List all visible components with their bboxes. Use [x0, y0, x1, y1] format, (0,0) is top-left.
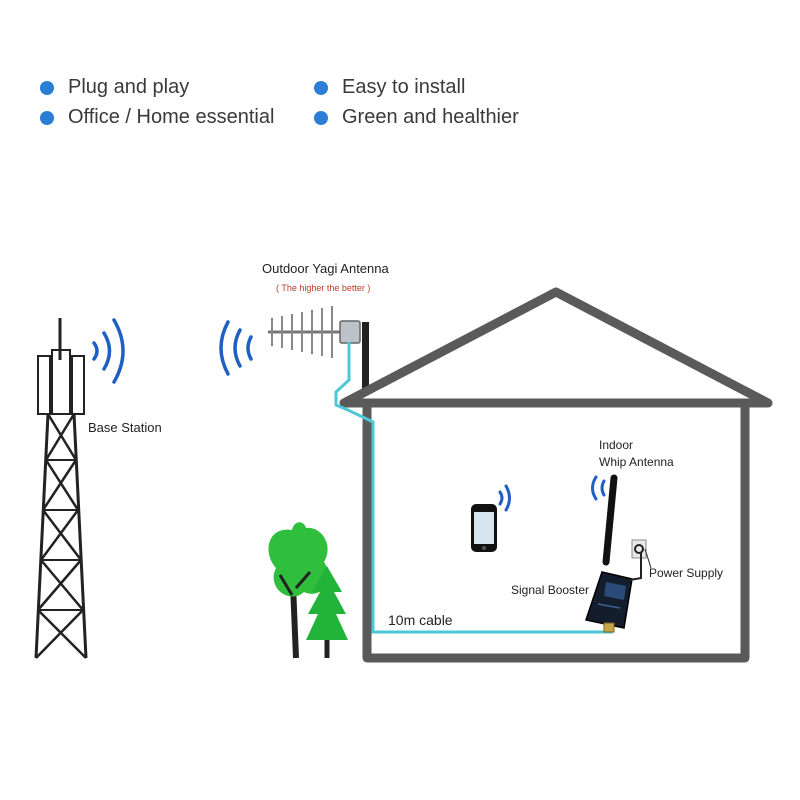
bullet-icon: [40, 110, 54, 125]
feature-label: Easy to install: [342, 76, 466, 98]
feature-item: Office / Home essential: [40, 106, 274, 129]
tree-icon: [268, 522, 329, 659]
smartphone-icon: [471, 504, 497, 552]
outdoor-antenna-label: Outdoor Yagi Antenna: [262, 261, 390, 276]
bullet-icon: [314, 110, 328, 125]
pine-tree-icon: [306, 566, 348, 658]
phone-waves-icon: [498, 484, 511, 512]
indoor-antenna-label-line2: Whip Antenna: [599, 455, 674, 469]
signal-booster-device: [585, 571, 633, 633]
outdoor-waves-icon: [219, 320, 253, 376]
feature-item: Green and healthier: [314, 106, 519, 129]
bullet-icon: [314, 80, 328, 95]
indoor-antenna-label-line1: Indoor: [599, 438, 633, 452]
yagi-antenna-icon: [268, 306, 369, 392]
power-supply-label: Power Supply: [649, 566, 723, 580]
feature-label: Plug and play: [68, 76, 190, 98]
whip-antenna-icon: [602, 474, 618, 566]
feature-item: Plug and play: [40, 76, 189, 99]
feature-label: Office / Home essential: [68, 106, 275, 128]
outdoor-antenna-note: ( The higher the better ): [276, 283, 370, 293]
bullet-icon: [40, 80, 54, 95]
house-outline: [339, 287, 773, 663]
feature-label: Green and healthier: [342, 106, 519, 128]
signal-waves-icon: [92, 318, 125, 384]
coax-cable: [334, 342, 613, 634]
feature-item: Easy to install: [314, 76, 465, 99]
cell-tower-icon: [34, 318, 88, 659]
base-station-label: Base Station: [88, 420, 162, 435]
power-outlet-icon: [629, 539, 652, 581]
indoor-waves-icon: [591, 475, 606, 501]
cable-label: 10m cable: [388, 612, 453, 628]
signal-booster-label: Signal Booster: [511, 583, 589, 597]
